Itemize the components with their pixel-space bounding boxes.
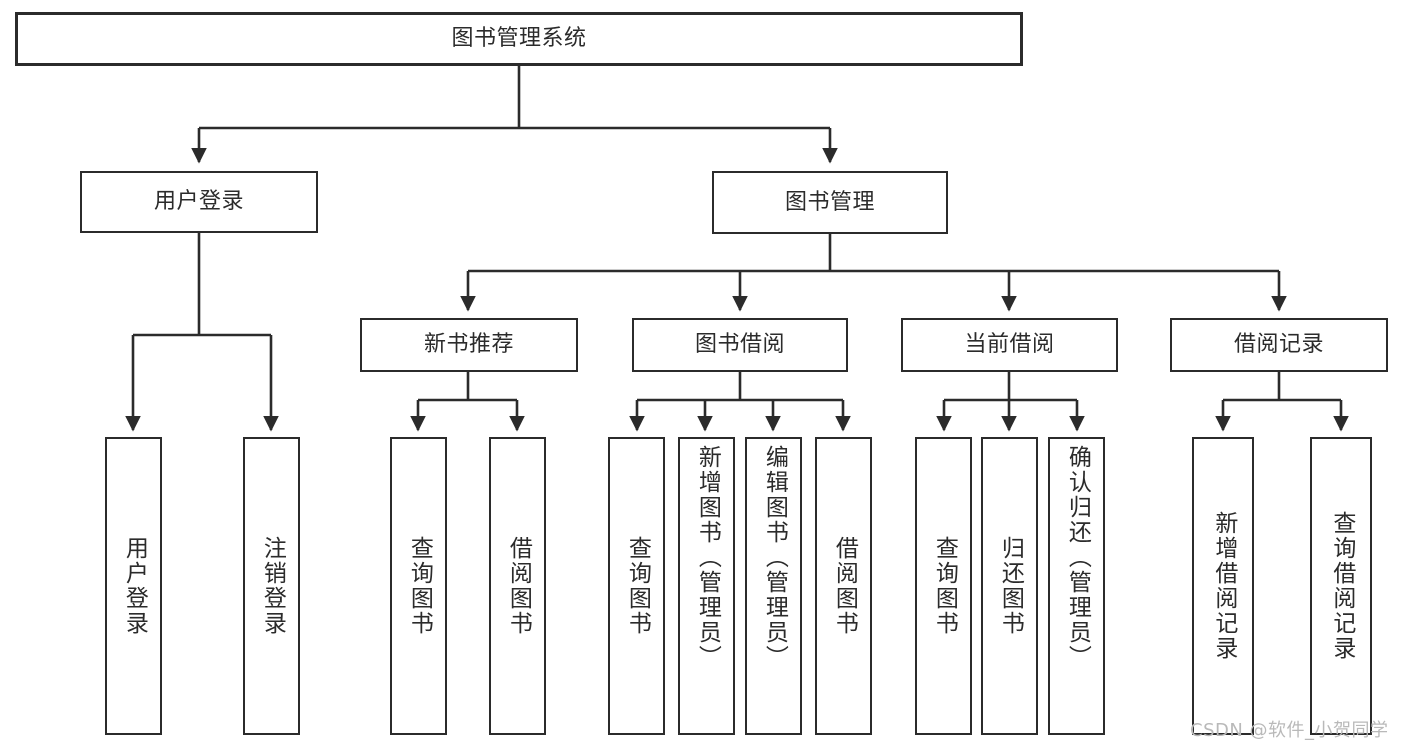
- node-leaf-query-borrow-record-label: 查询借阅记录: [1328, 511, 1355, 661]
- node-leaf-return-book[interactable]: 归还图书: [981, 437, 1038, 735]
- node-leaf-query-book-borrow[interactable]: 查询图书: [608, 437, 665, 735]
- node-root-label: 图书管理系统: [451, 26, 587, 52]
- node-leaf-query-book-current[interactable]: 查询图书: [915, 437, 972, 735]
- node-leaf-add-book-label: 新增图书（管理员）: [694, 445, 721, 670]
- node-leaf-edit-book-label: 编辑图书（管理员）: [761, 445, 788, 670]
- node-book-borrow-label: 图书借阅: [694, 332, 785, 358]
- node-leaf-query-borrow-record[interactable]: 查询借阅记录: [1310, 437, 1372, 735]
- node-leaf-borrow-book-label: 借阅图书: [831, 536, 858, 636]
- node-leaf-confirm-return[interactable]: 确认归还（管理员）: [1048, 437, 1105, 735]
- node-book-manage[interactable]: 图书管理: [712, 171, 948, 234]
- node-new-book-recommend-label: 新书推荐: [423, 332, 514, 358]
- node-book-borrow[interactable]: 图书借阅: [632, 318, 848, 372]
- node-leaf-user-login-label: 用户登录: [121, 536, 148, 636]
- node-user-login[interactable]: 用户登录: [80, 171, 318, 233]
- node-leaf-borrow-book-recommend[interactable]: 借阅图书: [489, 437, 546, 735]
- node-current-borrow-label: 当前借阅: [964, 332, 1055, 358]
- node-leaf-logout-label: 注销登录: [259, 536, 286, 636]
- node-leaf-logout[interactable]: 注销登录: [243, 437, 300, 735]
- node-leaf-user-login[interactable]: 用户登录: [105, 437, 162, 735]
- node-leaf-query-book-current-label: 查询图书: [931, 536, 958, 636]
- node-leaf-return-book-label: 归还图书: [997, 536, 1024, 636]
- node-book-manage-label: 图书管理: [784, 189, 875, 215]
- csdn-watermark: CSDN @软件_小贺同学: [1190, 720, 1389, 741]
- node-borrow-record-label: 借阅记录: [1233, 332, 1324, 358]
- node-borrow-record[interactable]: 借阅记录: [1170, 318, 1388, 372]
- node-leaf-borrow-book[interactable]: 借阅图书: [815, 437, 872, 735]
- node-leaf-edit-book[interactable]: 编辑图书（管理员）: [745, 437, 802, 735]
- node-leaf-add-book[interactable]: 新增图书（管理员）: [678, 437, 735, 735]
- node-user-login-label: 用户登录: [153, 189, 244, 215]
- node-leaf-add-borrow-record[interactable]: 新增借阅记录: [1192, 437, 1254, 735]
- node-leaf-query-book-recommend[interactable]: 查询图书: [390, 437, 447, 735]
- node-current-borrow[interactable]: 当前借阅: [901, 318, 1118, 372]
- node-leaf-query-book-borrow-label: 查询图书: [624, 536, 651, 636]
- node-leaf-query-book-recommend-label: 查询图书: [406, 536, 433, 636]
- node-root[interactable]: 图书管理系统: [15, 12, 1023, 66]
- node-leaf-confirm-return-label: 确认归还（管理员）: [1064, 445, 1091, 670]
- node-leaf-add-borrow-record-label: 新增借阅记录: [1210, 511, 1237, 661]
- node-new-book-recommend[interactable]: 新书推荐: [360, 318, 578, 372]
- node-leaf-borrow-book-recommend-label: 借阅图书: [505, 536, 532, 636]
